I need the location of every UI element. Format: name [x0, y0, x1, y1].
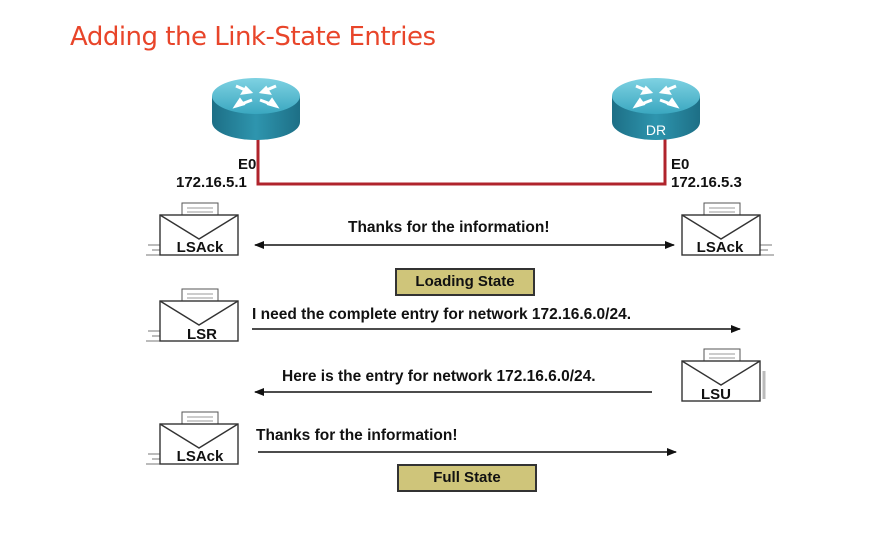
- lsack-label: LSAck: [697, 239, 744, 256]
- lsack-envelope-left-1: LSAck: [146, 202, 239, 256]
- left-ip-label: 172.16.5.1: [176, 174, 247, 191]
- lsack-label: LSAck: [177, 448, 224, 465]
- lsr-envelope: LSR: [146, 288, 239, 343]
- message-thanks-2: Thanks for the information!: [256, 427, 458, 444]
- lsu-label: LSU: [701, 386, 731, 403]
- right-interface-label: E0: [671, 156, 690, 173]
- full-state-badge: Full State: [397, 464, 537, 492]
- left-interface-label: E0: [238, 156, 257, 173]
- dr-label: DR: [646, 122, 666, 138]
- message-thanks-1: Thanks for the information!: [348, 219, 550, 236]
- router-left-icon: [212, 78, 300, 140]
- lsr-label: LSR: [187, 326, 217, 343]
- page-title: Adding the Link-State Entries: [70, 22, 436, 52]
- right-ip-label: 172.16.5.3: [671, 174, 742, 191]
- loading-state-badge: Loading State: [395, 268, 535, 296]
- message-here-entry: Here is the entry for network 172.16.6.0…: [282, 368, 596, 385]
- lsack-label: LSAck: [177, 239, 224, 256]
- router-dr-icon: DR: [612, 78, 700, 140]
- lsu-envelope: LSU: [681, 348, 766, 403]
- lsack-envelope-left-2: LSAck: [146, 411, 239, 465]
- message-need-entry: I need the complete entry for network 17…: [252, 306, 632, 323]
- ethernet-link: [256, 132, 667, 186]
- lsack-envelope-right: LSAck: [681, 202, 774, 256]
